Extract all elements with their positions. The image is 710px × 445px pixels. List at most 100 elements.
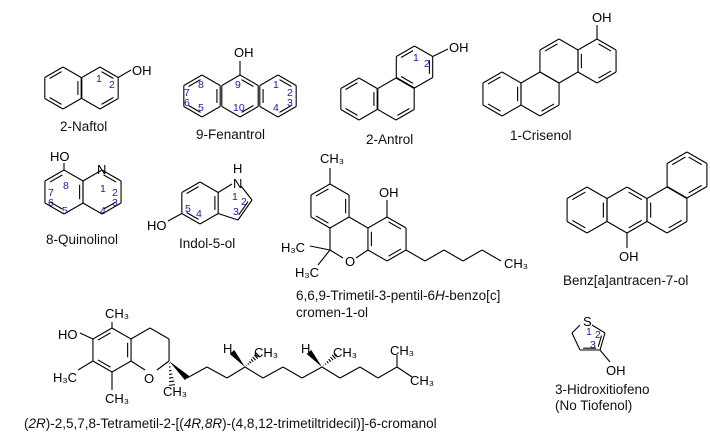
atom-ch3: CH₃ [504, 256, 528, 271]
bond [183, 106, 203, 118]
molecule-1-crisenol: OH 1-Crisenol [510, 10, 612, 143]
bond [130, 360, 146, 371]
bond [253, 354, 259, 360]
atom-oh: OH [606, 363, 626, 378]
molecule-2-antrol: OH 1 2 2-Antrol [366, 40, 469, 147]
bond [168, 376, 174, 379]
bond [688, 184, 702, 194]
locant: 1 [232, 191, 238, 203]
bond [501, 71, 522, 84]
atom-oh: OH [449, 40, 469, 55]
bond [62, 98, 82, 110]
bond [130, 327, 151, 340]
bond [81, 98, 101, 110]
molecule-name-line2: (No Tiofenol) [555, 398, 632, 413]
bond [539, 71, 560, 84]
bond [367, 216, 388, 229]
locant: 3 [233, 206, 239, 218]
bond [201, 106, 221, 118]
bond [309, 245, 331, 251]
bond [186, 366, 208, 379]
bond [577, 38, 598, 51]
bond [377, 366, 398, 379]
bond [396, 45, 415, 57]
bond [237, 199, 253, 221]
wedge-bond [306, 350, 322, 367]
bond [62, 66, 82, 78]
bond [92, 360, 113, 373]
bond [606, 221, 628, 234]
bond [345, 82, 358, 91]
bond [188, 79, 201, 88]
atom-ch3: CH₃ [333, 345, 357, 360]
bond [628, 191, 642, 201]
bond [591, 324, 606, 334]
bond [606, 186, 628, 199]
bond [572, 191, 586, 201]
bond [99, 66, 119, 78]
bond [82, 169, 103, 182]
bond [598, 70, 612, 79]
bond [188, 104, 201, 113]
atom-ch3: CH₃ [410, 373, 434, 388]
bond [330, 356, 334, 361]
bond [666, 151, 688, 164]
bond [117, 69, 132, 78]
bond [181, 181, 201, 193]
bond [571, 332, 581, 351]
locant: 6 [48, 197, 54, 209]
locant: 7 [48, 187, 54, 199]
bond [400, 75, 414, 84]
locant: 1 [586, 326, 592, 338]
molecule-name: 2-Naftol [60, 119, 107, 134]
bond [358, 77, 378, 89]
bond [340, 77, 360, 89]
locant: 5 [198, 102, 204, 114]
locant: 2 [112, 187, 118, 199]
bond [206, 366, 228, 379]
bond [598, 43, 612, 52]
bond [181, 213, 201, 225]
bond [324, 363, 327, 365]
molecule-name: 9-Fenantrol [196, 127, 265, 142]
locant: 2 [287, 87, 293, 99]
bond [49, 174, 63, 183]
bond [577, 71, 598, 84]
molecule-name: Benz[a]antracen-7-ol [563, 273, 688, 288]
locant: 1 [100, 183, 106, 195]
locant: 1 [413, 52, 419, 64]
bond [111, 327, 132, 340]
bond [668, 219, 682, 229]
bond [44, 66, 64, 78]
bond [315, 188, 329, 197]
locant: 9 [235, 79, 241, 91]
bond [597, 335, 603, 347]
bond [326, 360, 329, 364]
locant: 2 [109, 79, 115, 91]
bond [396, 77, 415, 89]
bond [566, 186, 588, 199]
locant: 8 [198, 79, 204, 91]
bond [666, 221, 688, 234]
bond [405, 249, 426, 262]
molecule-benzantracen-7-ol: OH Benz[a]antracen-7-ol [563, 249, 688, 288]
locant: 3 [590, 339, 596, 351]
bond [520, 71, 541, 84]
molecule-tocoferol: CH₃ HO H₃C CH₃ O CH₃ H CH₃ H CH₃ CH₃ CH₃… [24, 306, 437, 431]
bond [329, 183, 350, 196]
bond [238, 201, 249, 216]
bond [168, 384, 176, 386]
bond [462, 249, 483, 262]
atom-ho: HO [147, 218, 167, 233]
bond [201, 74, 221, 86]
bond [199, 213, 219, 225]
bond [596, 38, 617, 51]
bond [44, 169, 65, 182]
bond [395, 109, 415, 121]
bond [247, 363, 250, 365]
locant: 5 [62, 205, 68, 217]
wedge-bond [229, 350, 245, 367]
bond [558, 71, 579, 84]
bond [103, 201, 117, 210]
bond [388, 248, 402, 257]
